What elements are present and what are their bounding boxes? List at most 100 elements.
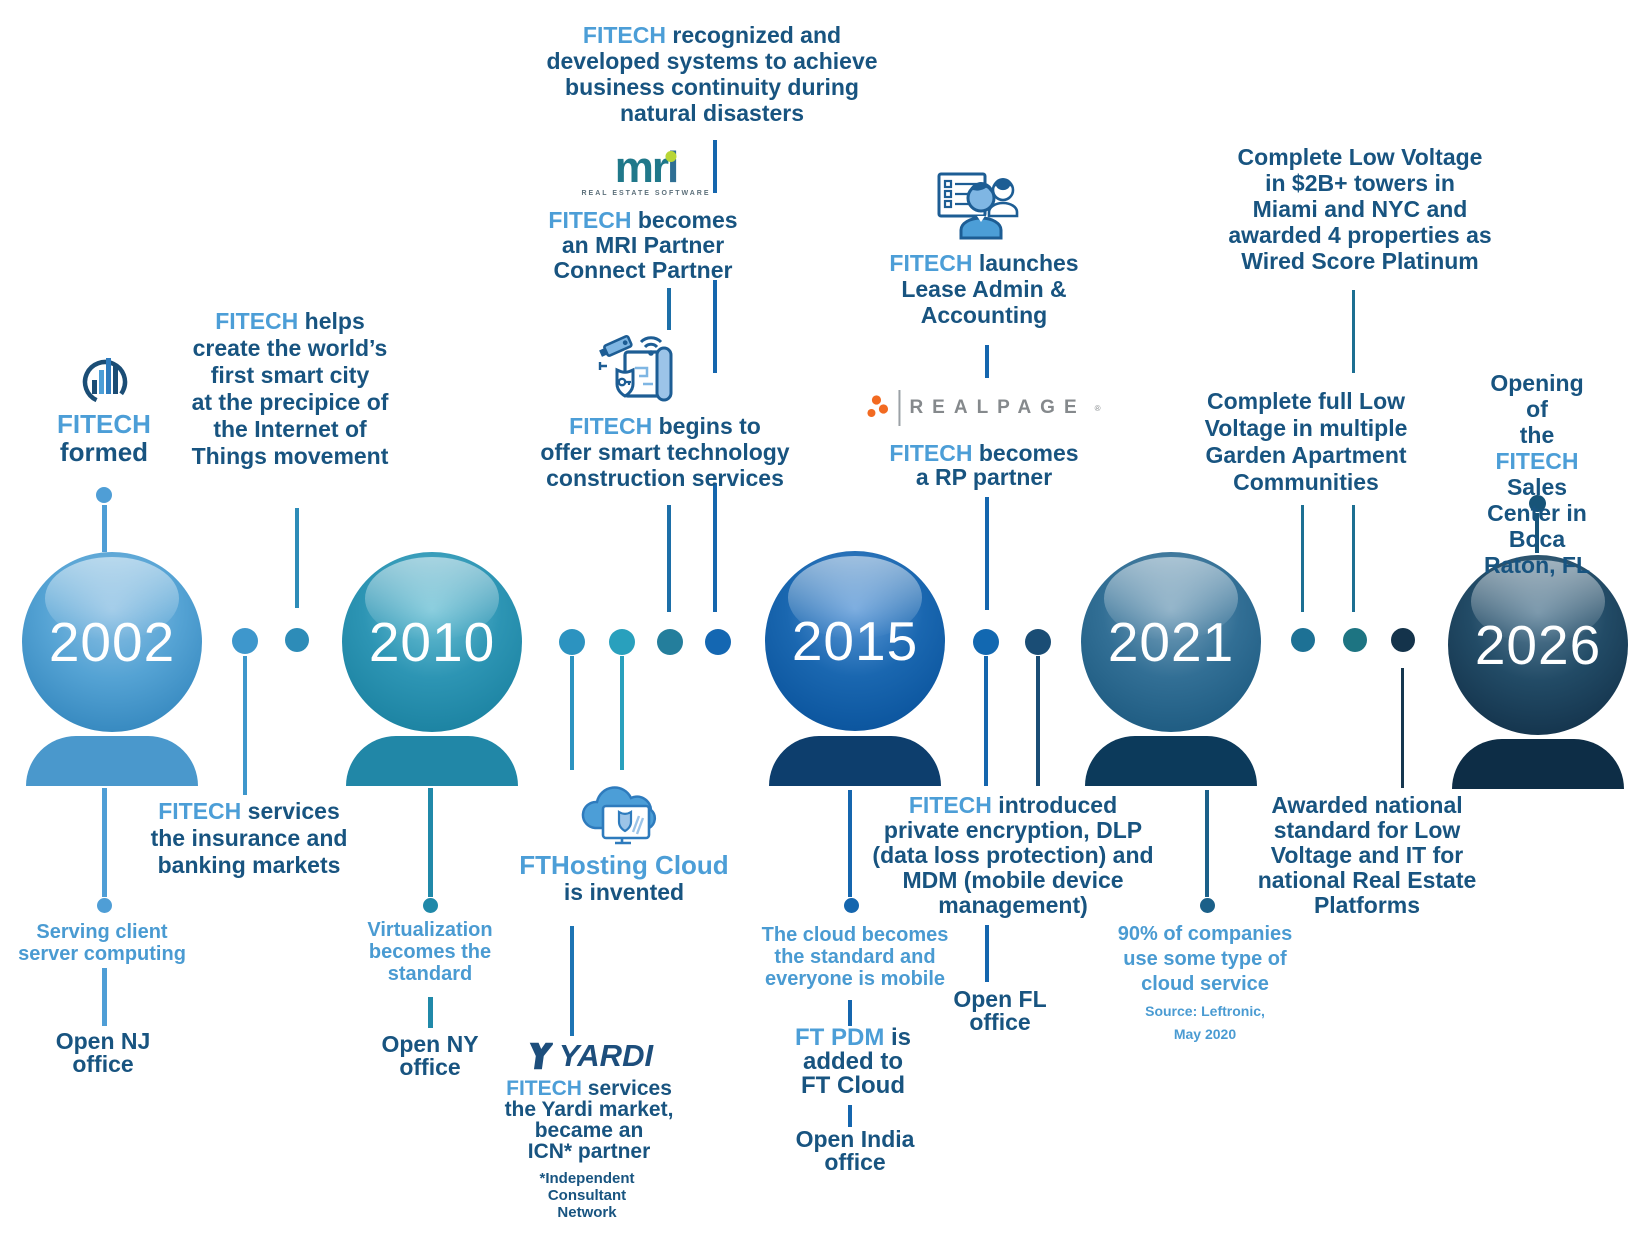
connector-line xyxy=(667,288,671,330)
event-disaster-recovery: FITECH recognized and developed systems … xyxy=(546,22,877,126)
event-awarded-standard: Awarded national standard for Low Voltag… xyxy=(1258,793,1477,918)
product-name: FTHosting Cloud xyxy=(519,850,729,880)
connector-line xyxy=(713,140,717,193)
connector-line xyxy=(1301,505,1304,612)
connector-line xyxy=(295,508,299,608)
footnote-text: *Independent Consultant Network xyxy=(539,1170,635,1221)
sphere-base xyxy=(769,736,941,786)
event-garden-communities: Complete full Low Voltage in multiple Ga… xyxy=(1205,388,1408,496)
mri-lime-dot xyxy=(665,151,677,162)
timeline-dot xyxy=(657,629,683,655)
connector-dot xyxy=(844,898,859,913)
connector-dot xyxy=(97,898,112,913)
event-text: Open NY office xyxy=(381,1031,479,1080)
timeline-dot xyxy=(1391,628,1415,652)
mri-tagline: REAL ESTATE SOFTWARE xyxy=(581,190,711,197)
connector-line xyxy=(570,656,574,770)
event-mri-partner: FITECH becomes an MRI Partner Connect Pa… xyxy=(548,208,737,283)
timeline-dot xyxy=(232,628,258,654)
brand-word: FITECH xyxy=(889,250,973,276)
event-text: is invented xyxy=(563,879,685,905)
connector-line xyxy=(985,345,989,378)
event-ft-pdm: FT PDM is added to FT Cloud xyxy=(795,1026,911,1098)
event-cloud-stat-source: Source: Leftronic, May 2020 xyxy=(1145,1000,1265,1046)
timeline-dot xyxy=(285,628,309,652)
smart-technology-icon xyxy=(597,328,683,409)
event-text: becomes a RP partner xyxy=(915,440,1079,490)
brand-word: FITECH xyxy=(908,792,992,818)
event-open-fl-office: Open FL office xyxy=(953,988,1046,1034)
connector-dot xyxy=(96,487,112,503)
event-text: Sales Center in Boca Raton, FL xyxy=(1483,474,1591,578)
event-text: Open India office xyxy=(795,1126,915,1175)
event-text: Open FL office xyxy=(953,986,1047,1035)
connector-line xyxy=(570,926,574,1036)
connector-line xyxy=(984,656,988,786)
realpage-wordmark: REALPAGE xyxy=(909,397,1086,418)
timeline-dot xyxy=(973,629,999,655)
event-text: begins to offer smart technology constru… xyxy=(540,413,790,491)
event-cloud-standard: The cloud becomes the standard and every… xyxy=(762,924,949,990)
event-text: services the Yardi market, became an ICN… xyxy=(504,1077,674,1163)
connector-line xyxy=(1205,790,1209,897)
yardi-logo: YARDI xyxy=(523,1038,653,1074)
event-text: The cloud becomes the standard and every… xyxy=(761,924,949,990)
event-text: 90% of companies use some type of cloud … xyxy=(1117,923,1293,995)
event-text: is added to FT Cloud xyxy=(801,1024,912,1099)
year-label: 2010 xyxy=(368,611,496,673)
brand-word: FITECH xyxy=(569,413,653,439)
event-insurance-banking: FITECH services the insurance and bankin… xyxy=(151,798,348,879)
timeline-dot xyxy=(609,629,635,655)
event-yardi-services: FITECH services the Yardi market, became… xyxy=(505,1078,674,1162)
connector-line xyxy=(713,483,717,612)
connector-dot xyxy=(1200,898,1215,913)
connector-dot xyxy=(423,898,438,913)
event-text: Open NJ office xyxy=(55,1028,151,1077)
event-smart-city: FITECH helps create the world’s first sm… xyxy=(192,308,389,470)
sphere-base xyxy=(1452,739,1624,789)
registered-mark: ® xyxy=(1094,403,1101,413)
mri-letter-r: r xyxy=(651,143,669,192)
event-encryption: FITECH introduced private encryption, DL… xyxy=(872,793,1153,918)
event-text: becomes an MRI Partner Connect Partner xyxy=(553,207,738,283)
timeline-dot xyxy=(1343,628,1367,652)
brand-word: FITECH xyxy=(1495,448,1579,474)
realpage-dots-icon xyxy=(867,395,889,417)
brand-word: FITECH xyxy=(57,409,151,439)
connector-line xyxy=(667,505,671,612)
brand-word: FITECH xyxy=(215,308,299,334)
connector-line xyxy=(985,497,989,610)
yardi-y-icon xyxy=(529,1042,553,1070)
sphere-base xyxy=(346,736,518,786)
event-smart-construction: FITECH begins to offer smart technology … xyxy=(540,413,789,491)
event-client-server: Serving client server computing xyxy=(18,921,186,965)
event-text: formed xyxy=(59,437,149,467)
event-lease-admin: FITECH launches Lease Admin & Accounting xyxy=(889,250,1078,328)
year-label: 2015 xyxy=(791,610,919,672)
connector-line xyxy=(620,656,624,770)
connector-line xyxy=(848,790,852,897)
brand-word: FITECH xyxy=(582,22,666,48)
year-sphere-2026: 2026 xyxy=(1448,555,1628,735)
year-sphere-2010: 2010 xyxy=(342,552,522,732)
connector-line xyxy=(1352,290,1355,373)
year-sphere-2021: 2021 xyxy=(1081,552,1261,732)
connector-line xyxy=(985,925,989,982)
fitech-building-icon xyxy=(82,358,128,405)
connector-line xyxy=(102,505,107,552)
event-text: Complete Low Voltage in $2B+ towers in M… xyxy=(1228,144,1492,274)
event-text: Virtualization becomes the standard xyxy=(367,919,493,985)
timeline-dot xyxy=(1025,629,1051,655)
mri-letter-m: m xyxy=(614,143,654,192)
year-label: 2026 xyxy=(1474,614,1602,676)
product-name: FT PDM xyxy=(794,1024,885,1051)
event-open-india-office: Open India office xyxy=(796,1128,915,1174)
connector-line xyxy=(848,1000,852,1026)
event-rp-partner: FITECH becomes a RP partner xyxy=(889,441,1078,489)
sphere-base xyxy=(26,736,198,786)
lease-admin-people-icon xyxy=(937,172,1029,245)
connector-line xyxy=(428,788,433,897)
event-fitech-formed: FITECH formed xyxy=(57,409,151,467)
connector-line xyxy=(1352,505,1355,612)
